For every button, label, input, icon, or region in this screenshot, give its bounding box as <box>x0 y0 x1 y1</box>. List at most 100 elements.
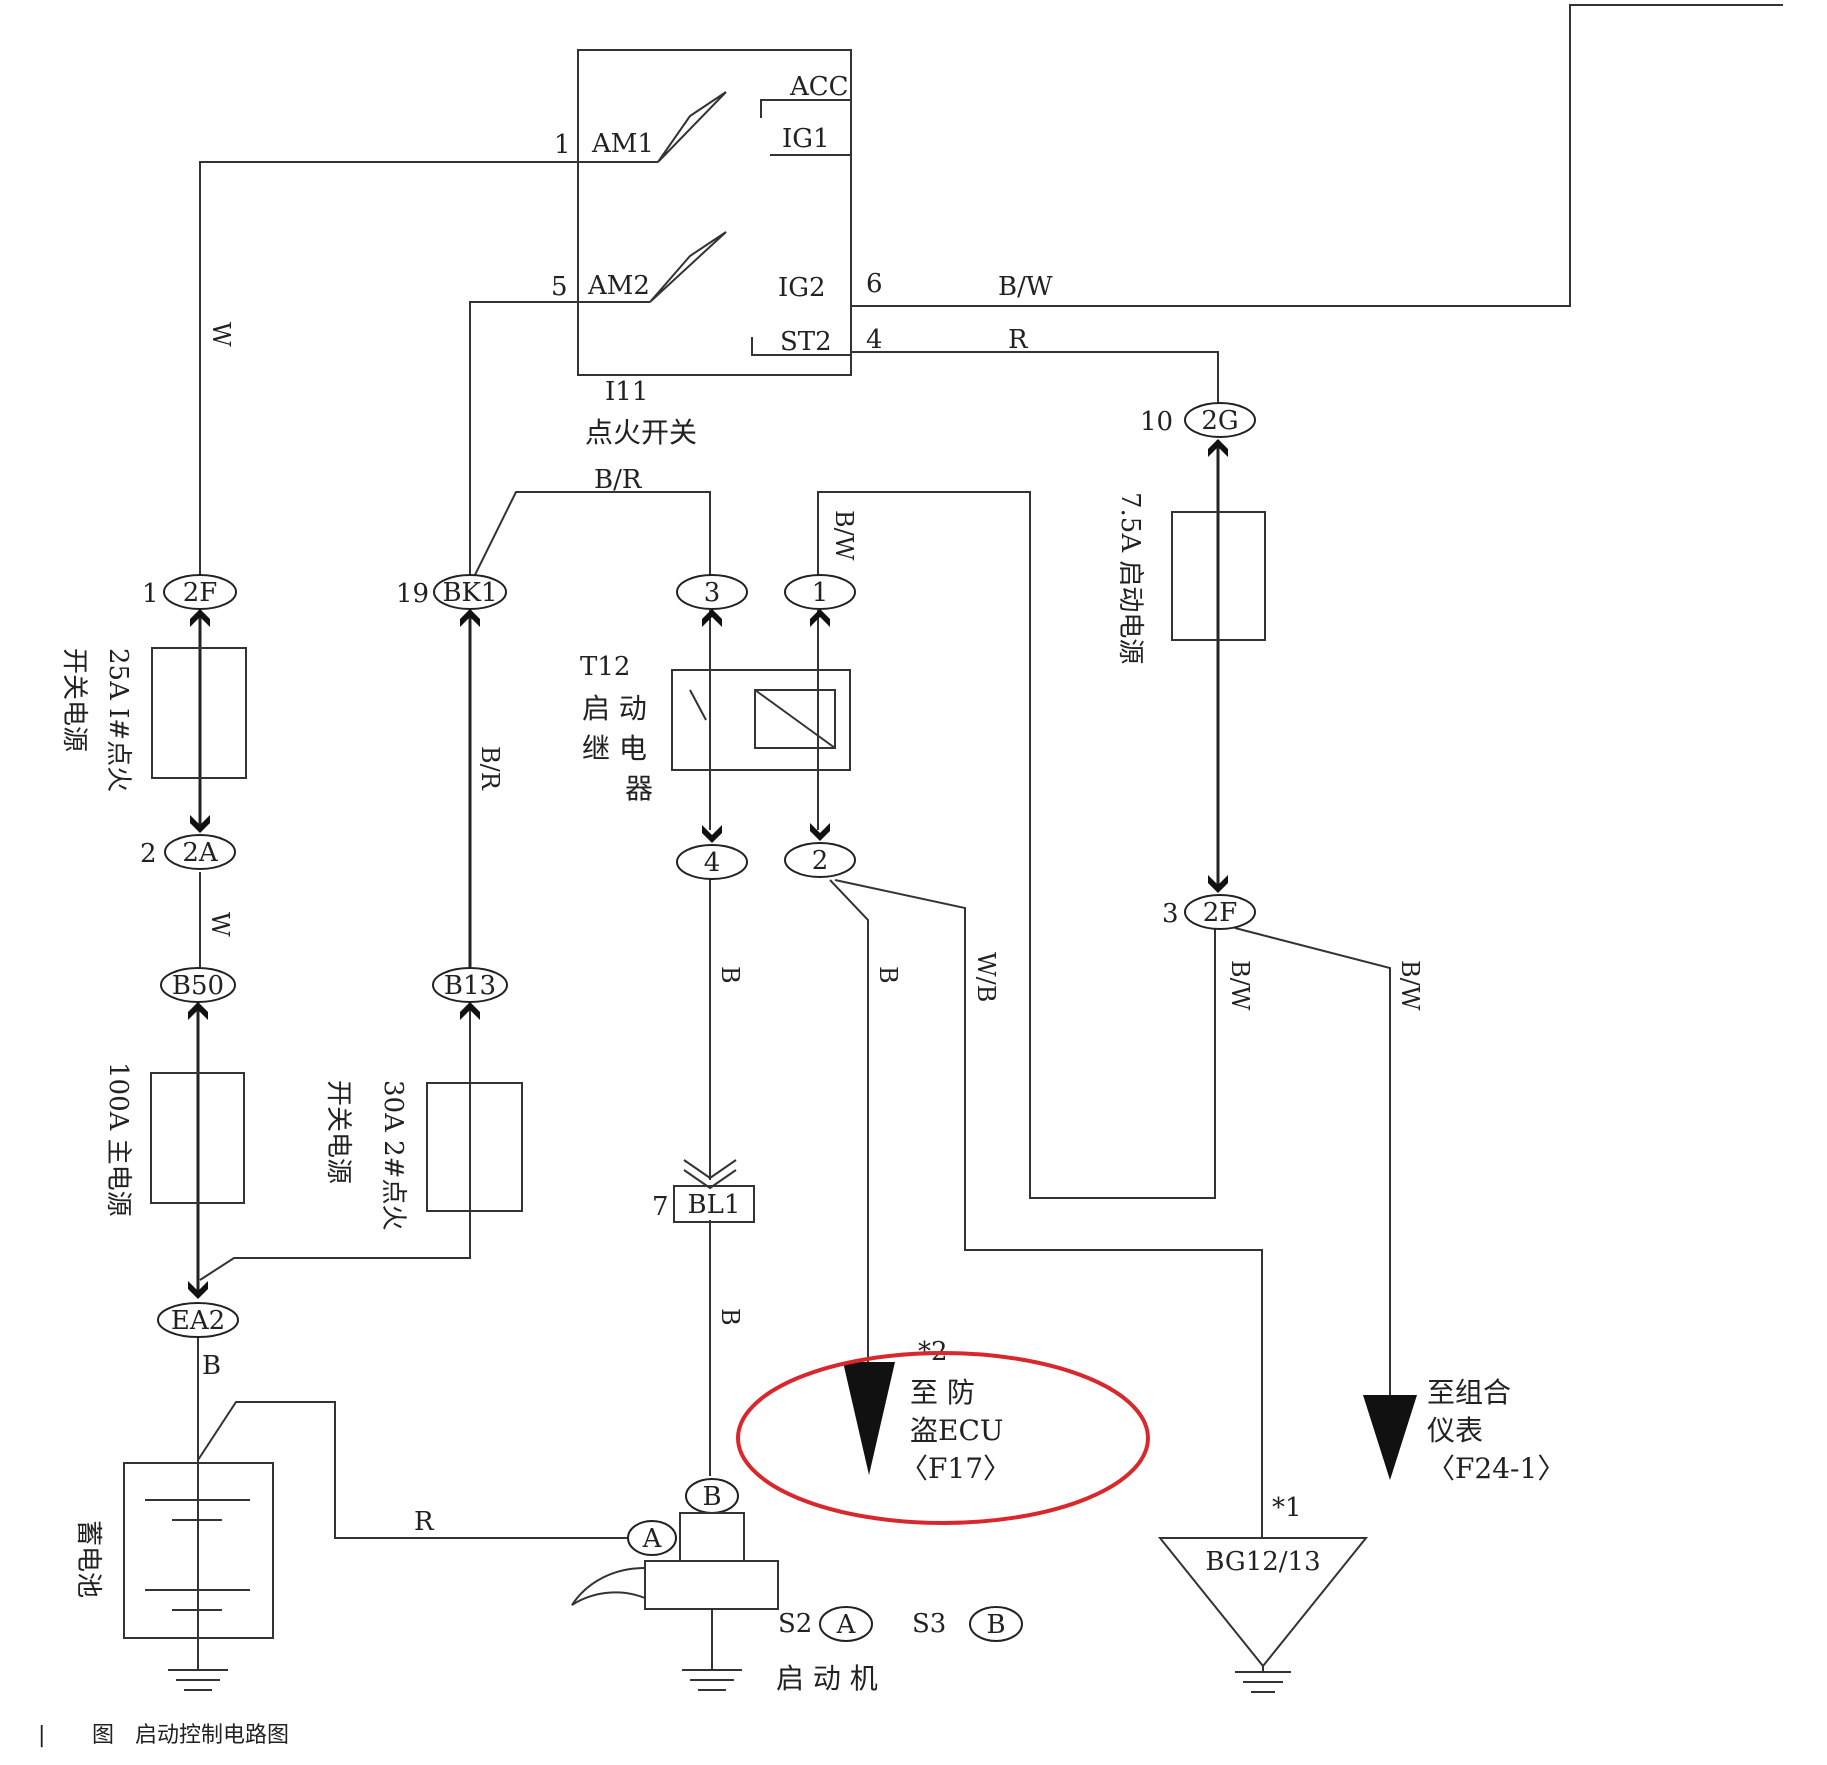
relay-pin-4 <box>676 844 748 880</box>
wire-label-b-relay4: B <box>716 966 744 984</box>
relay-name-2: 继 电 <box>582 732 647 765</box>
relay-name-1: 启 动 <box>582 692 647 725</box>
wire-b13-fuse30-ea2 <box>199 1002 471 1281</box>
relay-box <box>671 669 851 771</box>
wire-label-r-battery: R <box>414 1507 435 1537</box>
wire-labels: W B/W R B/R B/R B/W W B B W/B B/W B/W B … <box>202 272 1424 1537</box>
arrow-relay3 <box>702 609 722 627</box>
st2-pin: 4 <box>866 325 883 355</box>
connector-2f-bottom-label: 2F <box>1203 898 1238 928</box>
connector-ea2 <box>157 1302 239 1338</box>
starter-body <box>644 1560 779 1610</box>
ignition-switch: ACC IG1 AM1 AM2 IG2 ST2 1 5 6 4 I11 点火开关 <box>551 49 883 449</box>
cluster-label-2: 仪表 <box>1427 1414 1483 1447</box>
wire-st2-r <box>851 351 1219 405</box>
connector-2f-bottom-pin: 3 <box>1162 899 1179 929</box>
wire-label-b-bl1: B <box>716 1308 744 1326</box>
acc-contact <box>760 99 851 118</box>
connector-2g-label: 2G <box>1201 406 1238 436</box>
ground-label: BG12/13 <box>1205 1547 1320 1577</box>
fuse-30a-sub: 开关电源 <box>323 1080 353 1184</box>
relay-pin-2 <box>784 842 856 878</box>
connector-2f-bottom <box>1184 894 1256 930</box>
acc-label: ACC <box>789 72 849 102</box>
connector-2a <box>164 834 236 870</box>
am2-pin: 5 <box>551 272 568 302</box>
highlight-circle <box>736 1351 1150 1525</box>
wire-battery-starter-r <box>197 1401 632 1539</box>
cluster-label-1: 至组合 <box>1427 1376 1511 1409</box>
caption-label: 图 <box>92 1723 114 1748</box>
connector-2f-top-pin: 1 <box>142 579 159 609</box>
wire-label-bw-2f-a: B/W <box>1226 960 1254 1011</box>
ig2-label: IG2 <box>778 273 826 303</box>
ecu-label-2: 盗ECU <box>910 1414 1003 1447</box>
relay-coil-diagonal <box>754 689 836 749</box>
fuse-7-5a-label: 7.5A 启动电源 <box>1115 492 1145 664</box>
wire-relay2-ground-wb <box>834 879 1263 1538</box>
wire-label-bw-2f-b: B/W <box>1396 960 1424 1011</box>
arrow-relay1 <box>810 609 830 627</box>
st2-label: ST2 <box>780 327 832 357</box>
ecu-label-3: 〈F17〉 <box>900 1452 1011 1485</box>
starter-s3-connector-label: B <box>986 1610 1005 1640</box>
starter-motor: B A S2 A S3 B 启 动 机 <box>571 1478 1023 1695</box>
ground-icon <box>1235 1671 1291 1693</box>
relay-coil <box>754 689 836 749</box>
ig1-label: IG1 <box>782 124 830 154</box>
wire-label-bw-relay: B/W <box>830 510 858 561</box>
connector-bl1-label: BL1 <box>688 1190 741 1220</box>
starter-s2-connector-label: A <box>836 1610 857 1640</box>
wire-label-r-st2: R <box>1008 325 1029 355</box>
connector-bk1-pin: 19 <box>396 579 429 609</box>
start-relay: T12 启 动 继 电 器 <box>580 652 851 805</box>
connectors: 2G 10 2F 1 BK1 19 3 1 2A 2 4 2 2F 3 B50 … <box>140 402 1256 1338</box>
connector-2a-label: 2A <box>182 838 219 868</box>
relay-pin-2-label: 2 <box>812 846 829 876</box>
wire-am2-to-bk1 <box>469 301 650 585</box>
fuse-100a <box>150 1072 245 1204</box>
arrow-relay2 <box>810 823 830 841</box>
ground-point: BG12/13 *1 <box>1157 1493 1369 1693</box>
ground-triangle <box>1157 1537 1369 1668</box>
connector-bk1-label: BK1 <box>442 578 497 608</box>
arrow-relay4 <box>702 825 722 843</box>
wire-am1-to-2f <box>199 161 658 585</box>
relay-switch-blade <box>689 689 707 721</box>
starter-terminal-a <box>627 1520 677 1556</box>
starter-terminal-a-label: A <box>642 1524 663 1554</box>
ground-note: *1 <box>1272 1493 1302 1523</box>
connector-2g <box>1184 402 1256 438</box>
fuse-25a-sub: 开关电源 <box>59 648 89 752</box>
connector-bl1-pin: 7 <box>652 1192 669 1222</box>
starter-s2-connector <box>819 1606 873 1642</box>
starter-s2-label: S2 <box>778 1609 812 1639</box>
caption-bar: | <box>38 1723 45 1748</box>
battery-label: 蓄电池 <box>73 1520 103 1598</box>
wire-bw-relay1 <box>817 491 1216 1199</box>
connector-2f-top-label: 2F <box>183 578 218 608</box>
wire-br-top <box>469 491 711 586</box>
wire-label-br-top: B/R <box>594 465 643 495</box>
wire-relay2-ecu-b <box>829 879 869 1362</box>
starter-ground-icon <box>682 1669 742 1691</box>
ecu-arrow-icon <box>843 1362 895 1475</box>
fuses: 7.5A 启动电源 25A I#点火 开关电源 100A 主电源 30A 2#点… <box>59 492 1266 1230</box>
ecu-label-1: 至 防 <box>910 1376 975 1409</box>
wire-label-wb: W/B <box>972 952 1000 1002</box>
am1-contact-arm <box>657 91 727 163</box>
relay-pin-3-label: 3 <box>704 578 721 608</box>
ignition-switch-id: I11 <box>605 377 648 407</box>
ignition-switch-box <box>577 49 852 376</box>
starter-s3-connector <box>969 1606 1023 1642</box>
starter-label: 启 动 机 <box>776 1662 878 1695</box>
am1-label: AM1 <box>591 129 654 159</box>
battery-box <box>123 1462 274 1639</box>
starter-s3-label: S3 <box>912 1609 946 1639</box>
wire-label-b-relay2: B <box>874 966 902 984</box>
wire-ig2-bw <box>851 4 1783 307</box>
am2-label: AM2 <box>587 271 650 301</box>
to-antitheft-ecu: *2 至 防 盗ECU 〈F17〉 <box>736 1337 1150 1525</box>
wire-2f-cluster <box>1234 927 1391 1395</box>
